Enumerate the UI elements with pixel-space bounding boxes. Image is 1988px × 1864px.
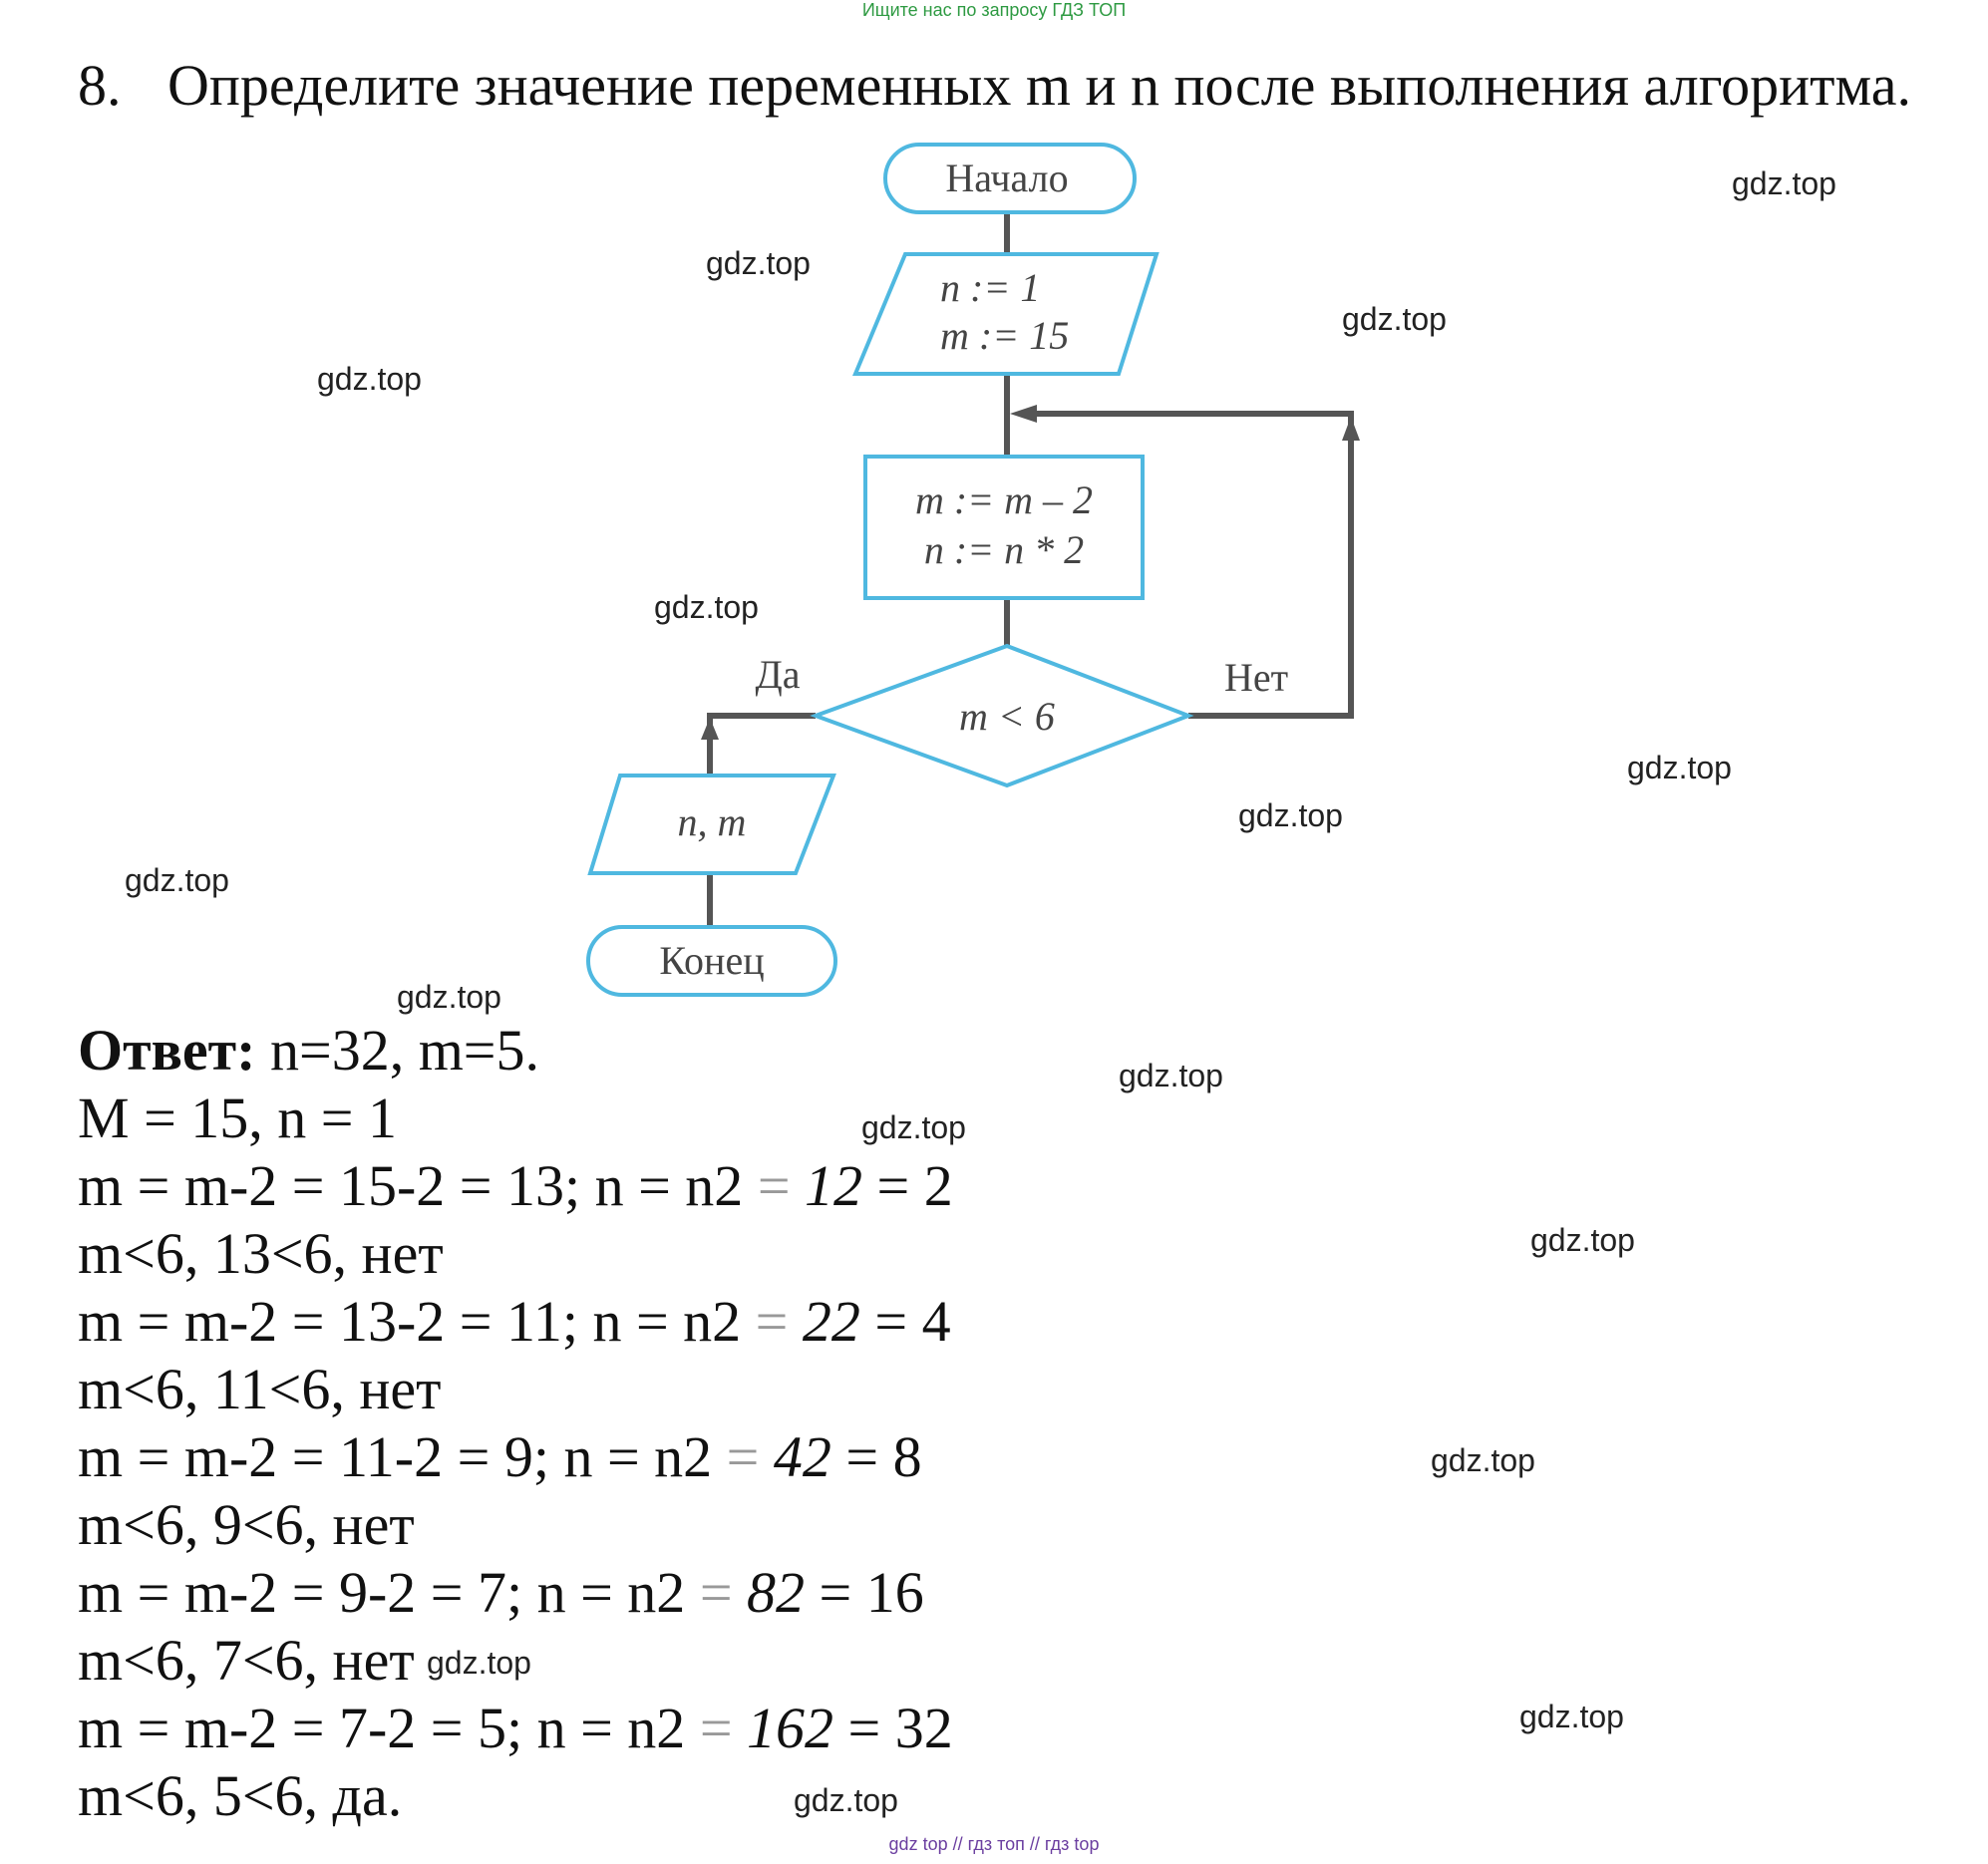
watermark: gdz.top — [1732, 165, 1836, 201]
watermark: gdz.top — [1530, 1222, 1635, 1258]
watermark: gdz.top — [861, 1109, 966, 1145]
watermark: gdz.top — [1342, 301, 1447, 337]
step-check: m<6, 5<6, да. — [78, 1763, 403, 1828]
watermark: gdz.top — [125, 862, 229, 898]
answer-label: Ответ: — [78, 1018, 256, 1083]
no-label: Нет — [1224, 655, 1288, 700]
arrow-head — [1342, 417, 1360, 441]
answer-line: Ответ: n=32, m=5. — [78, 1017, 953, 1085]
watermark: gdz.top — [654, 589, 759, 625]
yes-branch-line — [707, 713, 816, 776]
output-parallelogram — [587, 774, 836, 875]
task-number: 8. — [78, 53, 122, 118]
step-calc: m = m-2 = 13-2 = 11; n = n2 = 22 = 4 — [78, 1289, 951, 1354]
watermark: gdz.top — [317, 361, 422, 397]
decision-diamond — [810, 643, 1194, 788]
task-heading: 8. Определите значение переменных m и n п… — [78, 52, 1911, 119]
step-calc: m = m-2 = 11-2 = 9; n = n2 = 42 = 8 — [78, 1424, 922, 1489]
output-label: n, m — [678, 799, 747, 844]
arrow-head — [1010, 405, 1037, 423]
step-calc: m = m-2 = 7-2 = 5; n = n2 = 162 = 32 — [78, 1696, 953, 1760]
step-check: m<6, 13<6, нет — [78, 1221, 444, 1286]
watermark: gdz.top — [427, 1645, 531, 1681]
end-label: Конец — [659, 938, 764, 983]
watermark: gdz.top — [1519, 1699, 1624, 1734]
step-check: m<6, 9<6, нет — [78, 1492, 415, 1557]
task-text: Определите значение переменных m и n пос… — [167, 53, 1912, 118]
answer-value: n=32, m=5. — [255, 1018, 540, 1083]
condition-label: m < 6 — [959, 694, 1055, 739]
step-check: m<6, 7<6, нет — [78, 1628, 415, 1693]
watermark: gdz.top — [706, 245, 811, 281]
proc-m-label: m := m – 2 — [915, 477, 1093, 522]
arrow-head — [701, 718, 719, 740]
init-parallelogram — [852, 252, 1160, 376]
end-terminal — [586, 925, 837, 997]
flowchart: Начало n := 1 m := 15 m := m – 2 n := n … — [586, 143, 1360, 997]
solution-block: Ответ: n=32, m=5. M = 15, n = 1 m = m-2 … — [78, 1017, 953, 1830]
start-label: Начало — [945, 155, 1068, 200]
footer-links[interactable]: gdz top // гдз топ // гдз top — [888, 1834, 1100, 1854]
step-calc: m = m-2 = 9-2 = 7; n = n2 = 82 = 16 — [78, 1560, 924, 1625]
init-n-label: n := 1 — [940, 265, 1040, 310]
search-hint: Ищите нас по запросу ГДЗ ТОП — [861, 0, 1127, 20]
yes-label: Да — [755, 652, 800, 697]
start-terminal — [883, 143, 1137, 214]
watermark: gdz.top — [1627, 750, 1732, 785]
watermark: gdz.top — [794, 1782, 898, 1818]
init-line: M = 15, n = 1 — [78, 1086, 397, 1150]
step-calc: m = m-2 = 15-2 = 13; n = n2 = 12 = 2 — [78, 1153, 953, 1218]
process-block — [863, 455, 1145, 600]
loop-back-line — [1027, 411, 1354, 719]
init-m-label: m := 15 — [940, 313, 1069, 358]
proc-n-label: n := n * 2 — [924, 527, 1084, 572]
watermark: gdz.top — [1431, 1442, 1535, 1478]
watermark: gdz.top — [1238, 797, 1343, 833]
watermark: gdz.top — [1119, 1058, 1223, 1093]
step-check: m<6, 11<6, нет — [78, 1357, 442, 1421]
watermark: gdz.top — [397, 979, 501, 1015]
